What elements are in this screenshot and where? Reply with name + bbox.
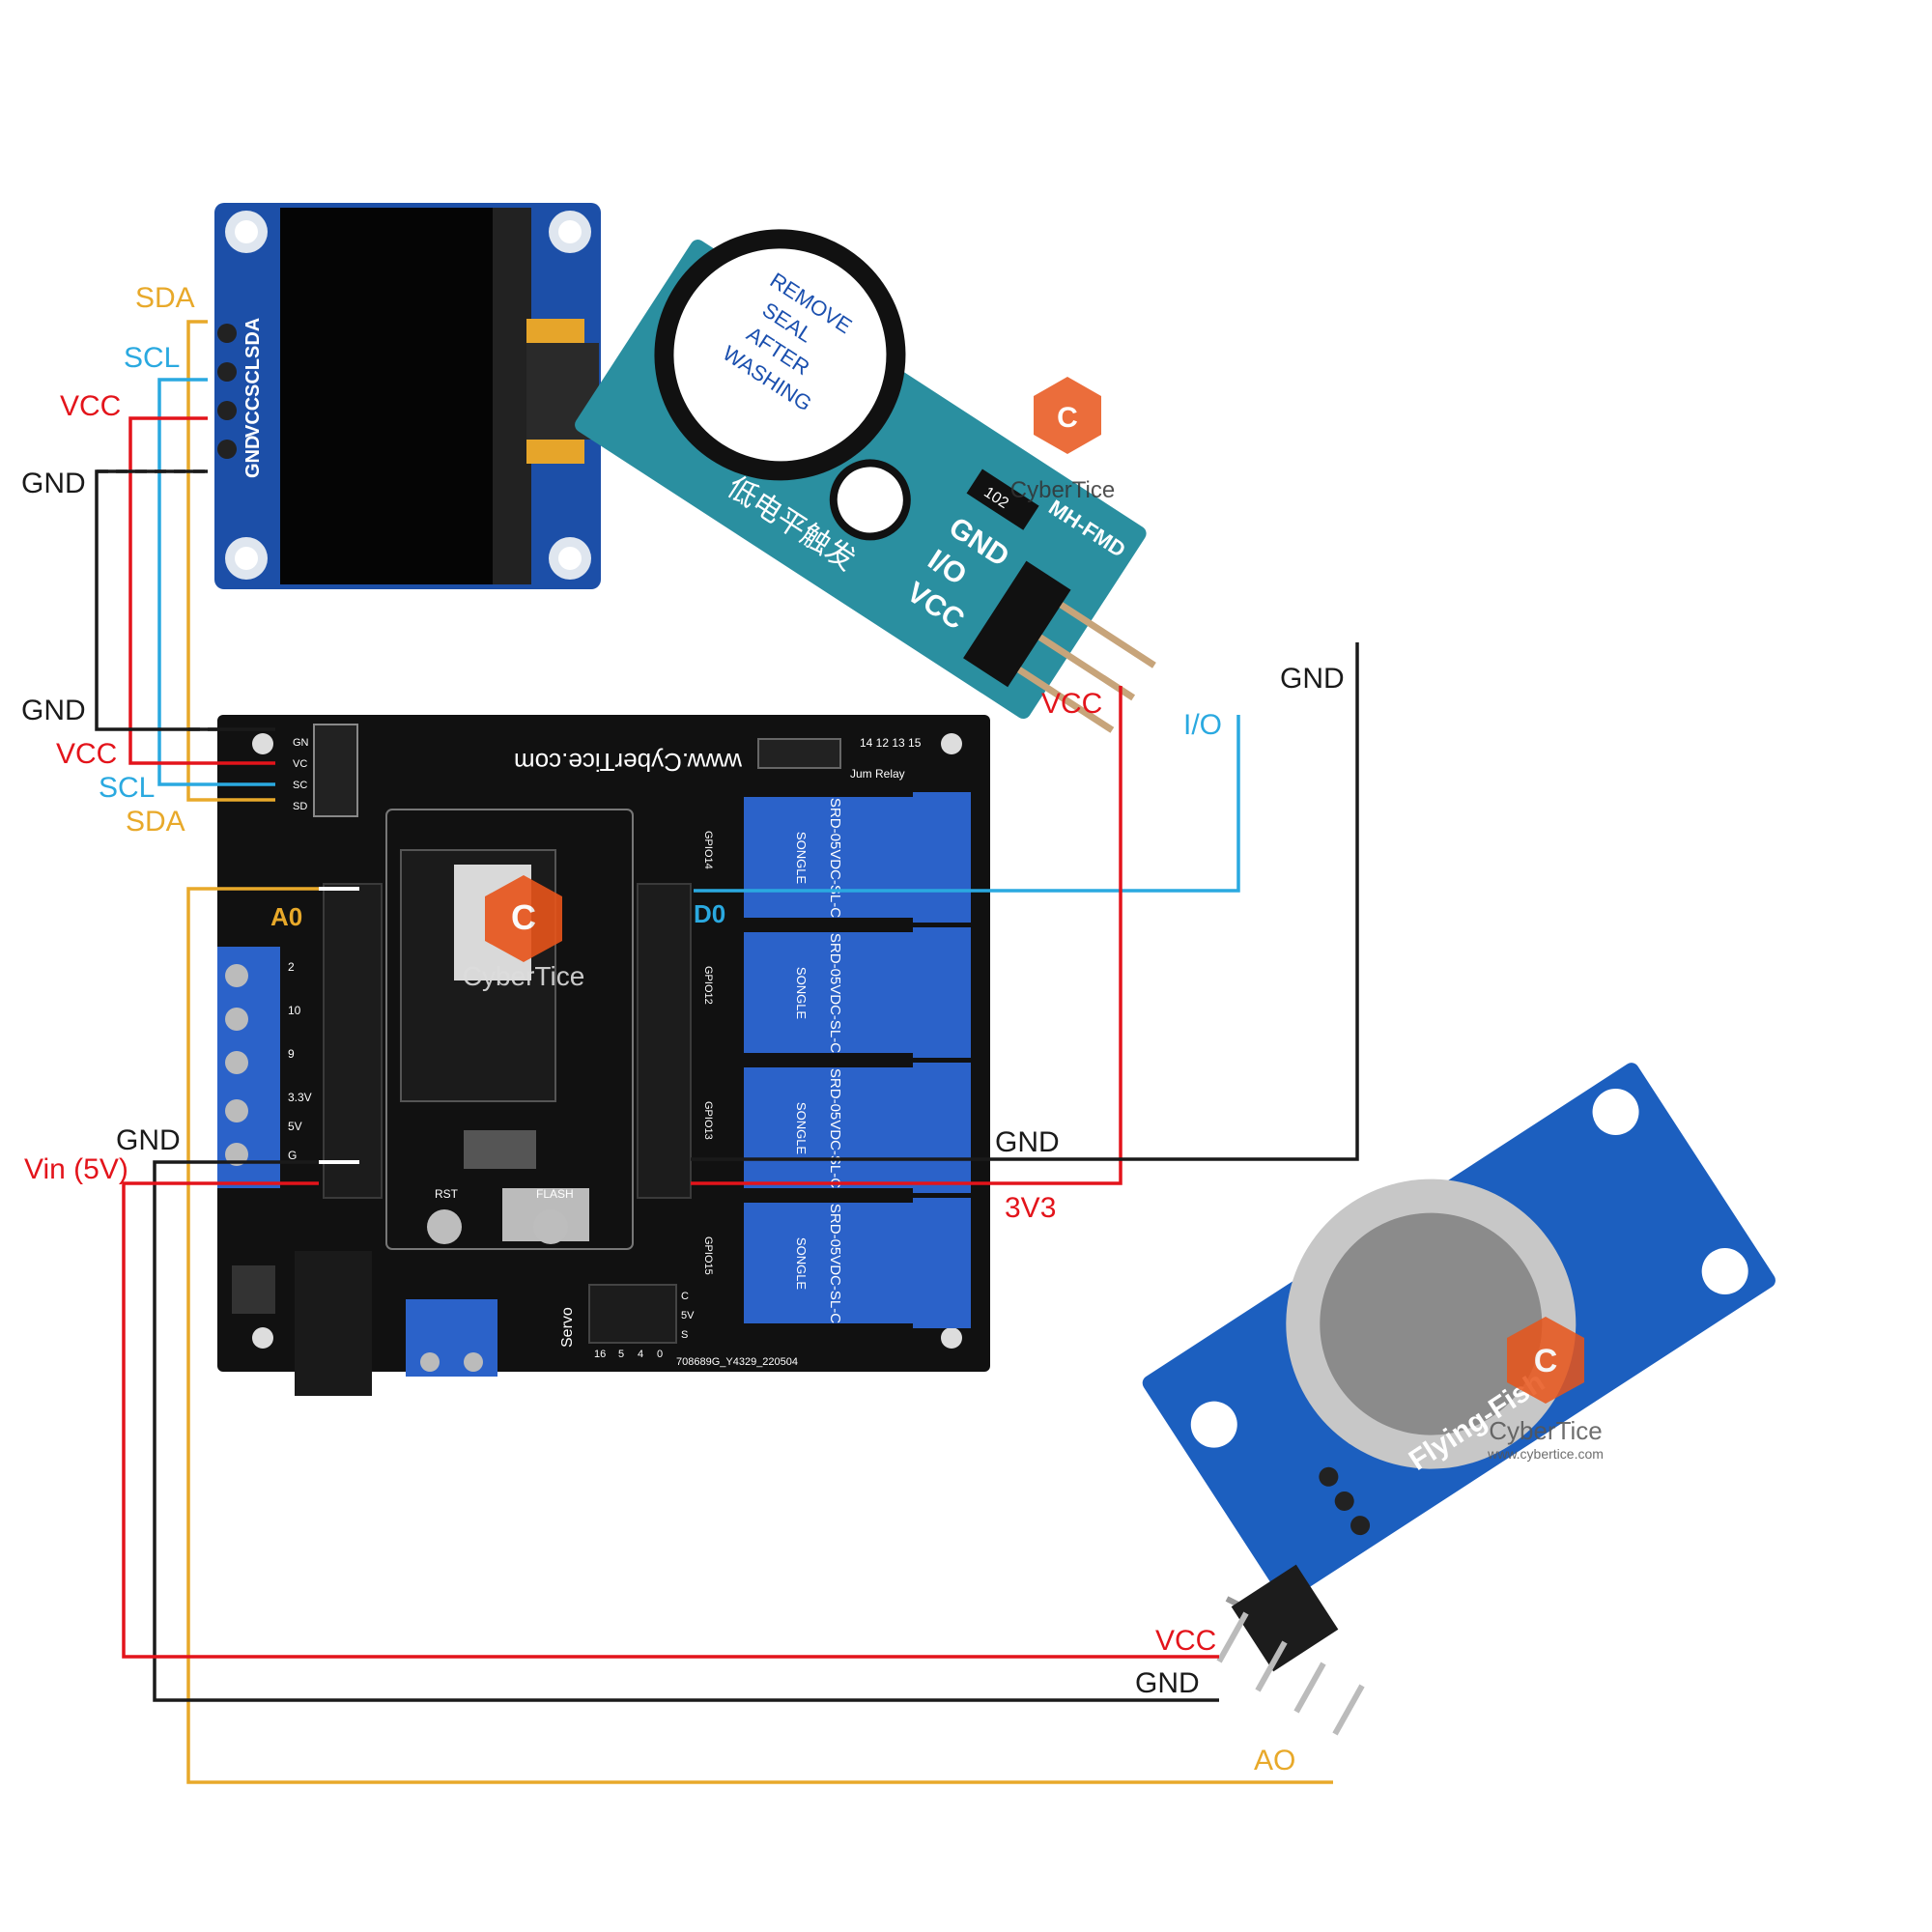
svg-text:C: C: [511, 897, 536, 937]
relay-4-gpio: GPIO15: [702, 1236, 714, 1275]
relay-1-model: SRD-05VDC-SL-C: [827, 798, 843, 918]
label-board-right-gnd: GND: [995, 1126, 1060, 1158]
label-oled-gnd: GND: [21, 468, 86, 499]
oled-pin-vcc: VCC: [242, 397, 264, 438]
watermark-board-name: CyberTice: [463, 961, 585, 991]
relay-3-gpio: GPIO13: [702, 1101, 714, 1140]
watermark-board: C CyberTice: [463, 875, 585, 991]
wire-gas-gnd: [153, 1160, 1219, 1702]
label-board-vcc: VCC: [56, 738, 117, 770]
relay-board: GN VC SC SD www.CyberTice.com 14 12 13 1…: [217, 715, 990, 1396]
labels-board-power: GND Vin (5V) GND 3V3: [24, 1124, 1060, 1224]
board-terminal-label-3v3: 3.3V: [288, 1091, 312, 1104]
wire-gas-ao: [186, 887, 1333, 1784]
label-gas-ao: AO: [1254, 1745, 1295, 1776]
label-board-scl: SCL: [99, 772, 155, 804]
relay-3: SRD-05VDC-SL-C SONGLE GPIO13: [702, 1063, 971, 1193]
board-terminal-label-9: 9: [288, 1047, 295, 1061]
relay-2: SRD-05VDC-SL-C SONGLE GPIO12: [702, 927, 971, 1058]
wire-oled-vcc: [128, 416, 275, 765]
oled-pin-scl: SCL: [242, 358, 264, 397]
wire-oled-sda: [186, 320, 275, 802]
gas-sensor-module: Flying-Fish: [1142, 1063, 1776, 1601]
watermark-gas: C CyberTice www.cybertice.com: [1487, 1317, 1604, 1462]
board-servo-num-4: 4: [638, 1349, 643, 1360]
label-oled-scl: SCL: [124, 342, 180, 374]
wire-oled-gnd: [95, 469, 275, 731]
oled-pin-sda: SDA: [242, 318, 264, 358]
board-serial: 708689G_Y4329_220504: [676, 1356, 798, 1368]
relay-1-brand: SONGLE: [794, 832, 809, 885]
board-servo-num-0: 0: [657, 1349, 663, 1360]
board-button-flash: FLASH: [536, 1187, 574, 1201]
wires: [95, 320, 1359, 1784]
wire-buzzer-gnd: [691, 642, 1359, 1161]
wire-buzzer-vcc: [691, 686, 1122, 1185]
label-oled-vcc: VCC: [60, 390, 121, 422]
board-button-rst: RST: [435, 1187, 459, 1201]
board-url: www.CyberTice.com: [514, 748, 743, 777]
label-buzzer-gnd: GND: [1280, 663, 1345, 695]
watermark-gas-url: www.cybertice.com: [1487, 1446, 1604, 1462]
oled-pin-gnd: GND: [242, 436, 264, 478]
relay-2-gpio: GPIO12: [702, 966, 714, 1005]
relay-1-gpio: GPIO14: [702, 831, 714, 869]
label-board-sda: SDA: [126, 806, 185, 838]
board-top-right-pins: 14 12 13 15: [860, 736, 922, 750]
wire-buzzer-io: [694, 715, 1240, 893]
label-buzzer-vcc: VCC: [1041, 688, 1102, 720]
label-board-right-3v3: 3V3: [1005, 1192, 1056, 1224]
relay-2-model: SRD-05VDC-SL-C: [827, 933, 843, 1053]
board-header-pin-sc: SC: [293, 780, 307, 791]
watermark-buzzer: C CyberTice: [1010, 377, 1115, 503]
svg-text:C: C: [1057, 402, 1078, 434]
board-header-pin-gn: GN: [293, 737, 309, 749]
wire-oled-scl: [157, 378, 275, 786]
board-servo-pin-s: S: [681, 1329, 688, 1341]
oled-screen: [280, 208, 526, 584]
board-header-pin-vc: VC: [293, 758, 307, 770]
board-jumper-caption: Jum Relay: [850, 767, 905, 781]
relay-3-brand: SONGLE: [794, 1102, 809, 1155]
labels-gas: VCC GND AO: [1135, 1625, 1295, 1776]
labels-oled: SDA SCL VCC GND: [21, 282, 195, 499]
board-servo-pin-c: C: [681, 1291, 689, 1302]
board-pin-a0: A0: [270, 902, 302, 931]
label-buzzer-io: I/O: [1183, 709, 1222, 741]
watermark-gas-name: CyberTice: [1489, 1416, 1603, 1445]
label-board-gnd: GND: [21, 695, 86, 726]
watermark-buzzer-name: CyberTice: [1010, 477, 1115, 503]
relay-4: SRD-05VDC-SL-C SONGLE GPIO15: [702, 1198, 971, 1328]
label-gas-vcc: VCC: [1155, 1625, 1216, 1657]
board-terminal-label-g: G: [288, 1149, 297, 1162]
relay-3-model: SRD-05VDC-SL-C: [827, 1068, 843, 1188]
board-servo-label: Servo: [559, 1307, 576, 1348]
oled-module: GND VCC SCL SDA: [214, 203, 601, 589]
buzzer-module: REMOVE SEAL AFTER WASHING 102 MH-FMD 低电平…: [575, 229, 1156, 733]
board-terminal-label-2: 2: [288, 960, 295, 974]
board-servo-num-16: 16: [594, 1349, 606, 1360]
board-header-pin-sd: SD: [293, 801, 307, 812]
board-pin-d0: D0: [694, 899, 725, 928]
board-terminal-label-5v: 5V: [288, 1120, 302, 1133]
wire-gas-vcc: [122, 1181, 1219, 1659]
board-terminal-label-10: 10: [288, 1004, 301, 1017]
relay-1: SRD-05VDC-SL-C SONGLE GPIO14: [702, 792, 971, 923]
labels-board-header: GND VCC SCL SDA: [21, 695, 185, 838]
labels-buzzer: VCC I/O GND: [1041, 663, 1345, 741]
svg-text:C: C: [1534, 1343, 1558, 1379]
label-oled-sda: SDA: [135, 282, 195, 314]
label-board-power-gnd: GND: [116, 1124, 181, 1156]
board-servo-pin-5v: 5V: [681, 1310, 695, 1321]
relay-4-brand: SONGLE: [794, 1237, 809, 1291]
relay-4-model: SRD-05VDC-SL-C: [827, 1204, 843, 1323]
relay-2-brand: SONGLE: [794, 967, 809, 1020]
label-gas-gnd: GND: [1135, 1667, 1200, 1699]
label-board-power-vin: Vin (5V): [24, 1153, 128, 1185]
board-servo-num-5: 5: [618, 1349, 624, 1360]
